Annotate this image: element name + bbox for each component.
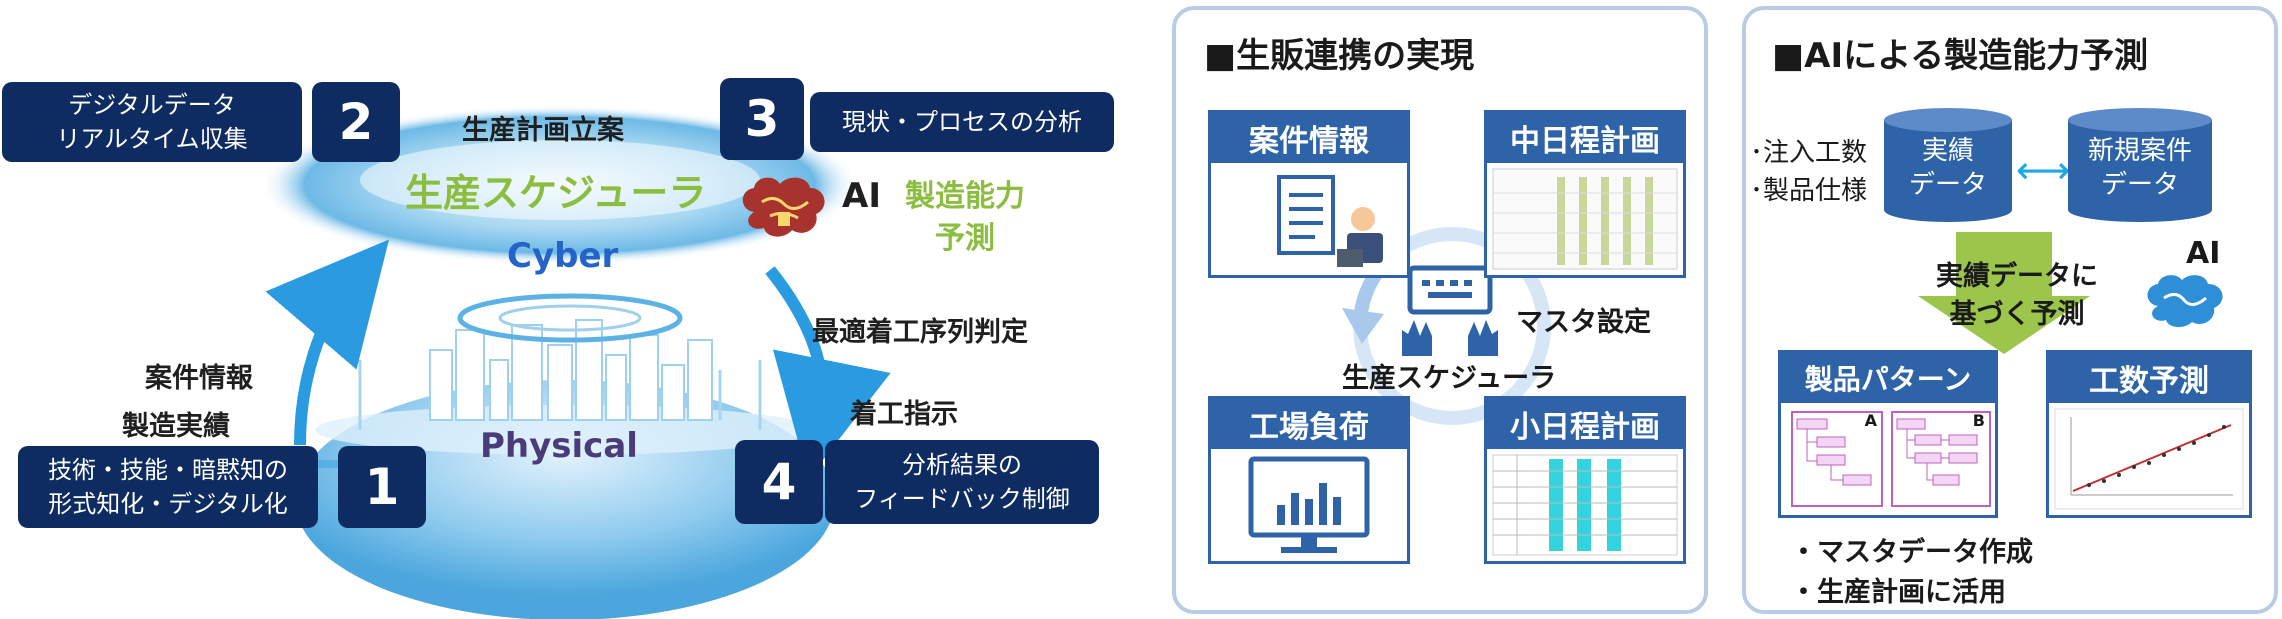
prediction-label: 実績データに 基づく予測 <box>1936 261 2098 330</box>
down-arrow-icon <box>1918 232 2090 354</box>
coop-panel: ■生販連携の実現 案件情報 中日程計画 工場負荷 <box>1172 6 1708 614</box>
product-pattern-card: 製品パターン A B <box>1778 350 1998 518</box>
ai-brain-icon <box>2147 275 2223 328</box>
pattern-b-frame: B <box>1891 411 1991 507</box>
new-case-db-icon <box>2068 108 2212 222</box>
man-hour-card: 工数予測 <box>2046 350 2252 518</box>
scatter-thumbnail-icon <box>2054 408 2244 510</box>
master-setting-label: マスタ設定 <box>1516 307 1651 338</box>
bidirectional-arrow-icon: ⟷ <box>2016 148 2071 192</box>
start-instruction-label: 着工指示 <box>850 399 958 430</box>
feedback-box: 分析結果の フィードバック制御 <box>825 440 1099 524</box>
product-pattern-card-title: 製品パターン <box>1781 353 1995 403</box>
mfg-record-label: 製造実績 <box>122 411 230 442</box>
gantt-thumbnail-icon <box>1492 168 1678 270</box>
coop-panel-title: ■生販連携の実現 <box>1204 36 1475 76</box>
monitor-chart-icon <box>1248 456 1370 553</box>
ai-panel: ■AIによる製造能力予測 ･注入工数 ･製品仕様 実績 データ ⟷ 新規案件 デ… <box>1742 6 2278 614</box>
production-plan-bullet: ・生産計画に活用 <box>1790 577 2006 608</box>
cycle-background <box>260 105 891 619</box>
case-info-card: 案件情報 <box>1208 110 1410 278</box>
table-thumbnail-icon <box>1492 454 1678 556</box>
document-person-icon <box>1277 175 1383 267</box>
step-4-number: 4 <box>761 453 797 511</box>
pattern-b-tree-icon <box>1896 418 1978 486</box>
digital-data-text: デジタルデータ リアルタイム収集 <box>56 91 248 153</box>
wind-turbines <box>358 360 762 430</box>
master-data-bullet: ・マスタデータ作成 <box>1790 537 2033 568</box>
pattern-a-label: A <box>1864 411 1877 430</box>
small-schedule-card: 小日程計画 <box>1484 396 1686 564</box>
analysis-text: 現状・プロセスの分析 <box>842 108 1082 136</box>
case-info-label: 案件情報 <box>145 363 253 394</box>
keyboard-hands-icon <box>1402 265 1498 356</box>
city-skyline <box>429 319 713 421</box>
ai-panel-title: ■AIによる製造能力予測 <box>1772 36 2149 76</box>
brain-icon <box>742 177 825 237</box>
case-info-card-title: 案件情報 <box>1211 113 1407 163</box>
downward-arrow <box>765 266 891 479</box>
step-3-number: 3 <box>744 90 780 148</box>
actual-data-label: 実績 データ <box>1908 136 1987 200</box>
new-case-data-label: 新規案件 データ <box>2087 136 2192 200</box>
scheduler-label: 生産スケジューラ <box>405 171 707 215</box>
mid-schedule-card-title: 中日程計画 <box>1487 113 1683 163</box>
step-2-badge: 2 <box>312 82 400 162</box>
step-1-badge: 1 <box>338 446 426 528</box>
formalization-text: 技術・技能・暗黙知の 形式知化・デジタル化 <box>48 456 288 518</box>
upward-arrow <box>265 239 390 446</box>
mid-schedule-card: 中日程計画 <box>1484 110 1686 278</box>
pattern-b-label: B <box>1972 411 1985 430</box>
scheduler-center-label: 生産スケジューラ <box>1342 363 1557 394</box>
pattern-a-tree-icon <box>1796 418 1872 486</box>
pattern-a-frame: A <box>1791 411 1883 507</box>
ai-label: AI <box>842 176 881 216</box>
step-4-badge: 4 <box>735 440 823 524</box>
man-hour-card-title: 工数予測 <box>2049 353 2249 403</box>
digital-data-box: デジタルデータ リアルタイム収集 <box>2 82 302 162</box>
step-1-number: 1 <box>364 458 400 516</box>
ai-small-label: AI <box>2186 236 2221 271</box>
factory-load-card-title: 工場負荷 <box>1211 399 1407 449</box>
physical-label: Physical <box>480 426 638 466</box>
step-3-badge: 3 <box>720 78 804 160</box>
step-2-number: 2 <box>338 93 374 151</box>
analysis-box: 現状・プロセスの分析 <box>810 92 1114 152</box>
actual-data-db-icon <box>1884 108 2012 222</box>
capacity-prediction-label: 製造能力 予測 <box>905 179 1025 256</box>
production-plan-label: 生産計画立案 <box>462 115 624 146</box>
cycle-arrow-icon <box>1342 227 1551 425</box>
small-schedule-card-title: 小日程計画 <box>1487 399 1683 449</box>
formalization-box: 技術・技能・暗黙知の 形式知化・デジタル化 <box>18 446 318 528</box>
cyber-label: Cyber <box>507 236 619 276</box>
factory-load-card: 工場負荷 <box>1208 396 1410 564</box>
optimal-sequence-label: 最適着工序列判定 <box>812 317 1028 348</box>
input-bullets: ･注入工数 ･製品仕様 <box>1750 138 1868 206</box>
feedback-text: 分析結果の フィードバック制御 <box>854 451 1070 513</box>
